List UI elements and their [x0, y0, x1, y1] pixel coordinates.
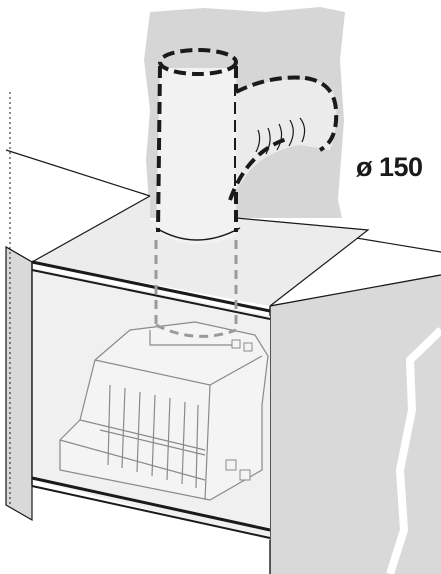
hood-grille [99, 384, 206, 489]
cabinet-rails [31, 260, 271, 539]
cabinet-left-side [5, 245, 33, 522]
duct-diameter-label: ø 150 [356, 152, 423, 182]
hood-details [225, 339, 253, 481]
cabinet-top-outline [31, 195, 370, 307]
flex-duct-ribs [255, 117, 306, 155]
flex-duct-fill [236, 79, 337, 190]
flex-duct [228, 75, 339, 201]
hood-body [59, 321, 269, 501]
cabinet-right-side [270, 275, 441, 574]
duct-pipe-fill [156, 68, 236, 245]
cabinet-top-face [32, 196, 368, 306]
duct-collar [155, 227, 241, 241]
hidden-duct [154, 240, 238, 338]
